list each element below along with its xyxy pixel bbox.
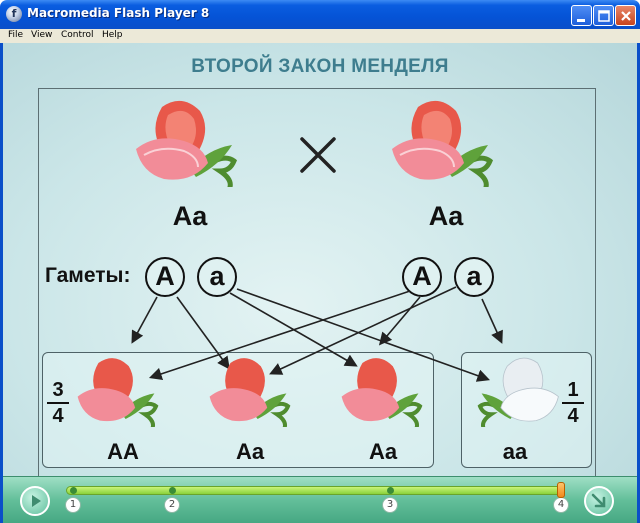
step-4-button[interactable]: 4 (553, 497, 569, 513)
offspring-flower-aa-white (477, 357, 559, 427)
next-arrow-icon (591, 493, 606, 508)
step-3-button[interactable]: 3 (382, 497, 398, 513)
fraction-bar (47, 402, 69, 404)
offspring-flower-Aa-2 (341, 358, 423, 427)
step-2-button[interactable]: 2 (164, 497, 180, 513)
gamete-left-dominant: A (145, 257, 185, 297)
parent-flower-right (392, 100, 494, 187)
menu-control[interactable]: Control (61, 30, 94, 40)
arrow-AA-from-left-A (131, 296, 158, 344)
arrow-Aa2-from-left-a (229, 292, 358, 367)
menu-file[interactable]: File (8, 30, 24, 40)
flash-player-icon: f (6, 6, 22, 22)
offspring-label-aa: aa (502, 439, 528, 464)
gamete-right-recessive: a (454, 257, 494, 297)
parent-flower-left (136, 100, 238, 187)
offspring-flower-Aa-1 (209, 358, 291, 427)
menu-bar: File View Control Help (0, 29, 640, 43)
slide-heading: ВТОРОЙ ЗАКОН МЕНДЕЛЯ (191, 56, 449, 77)
play-icon (32, 495, 41, 507)
arrow-AA-from-right-A (148, 290, 411, 381)
gamete-left-recessive: a (197, 257, 237, 297)
menu-help[interactable]: Help (102, 30, 123, 40)
fraction-recessive: 1 4 (562, 379, 584, 427)
step-marker (70, 487, 77, 494)
fraction-recessive-denominator: 4 (567, 405, 579, 427)
fraction-dominant-denominator: 4 (52, 405, 64, 427)
gamete-right-dominant: A (402, 257, 442, 297)
arrow-Aa-from-right-a (269, 286, 457, 375)
close-icon (621, 11, 631, 21)
arrow-aa-from-right-a (481, 298, 503, 344)
arrow-aa-from-left-a (236, 288, 491, 382)
flash-stage: ВТОРОЙ ЗАКОН МЕНДЕЛЯ Aa Aa Гаметы: A a A… (0, 43, 640, 523)
progress-track[interactable] (66, 486, 564, 495)
cross-icon (300, 137, 336, 173)
fraction-dominant-numerator: 3 (52, 379, 64, 401)
offspring-label-Aa-2: Aa (368, 439, 398, 464)
window-border-left (0, 43, 3, 523)
minimize-icon (577, 19, 585, 22)
parent-genotype-left: Aa (172, 201, 208, 231)
arrow-Aa2-from-right-A (378, 296, 421, 346)
gamete-arrows (131, 286, 503, 382)
minimize-button[interactable] (571, 5, 592, 26)
play-button[interactable] (20, 486, 50, 516)
parent-genotype-right: Aa (428, 201, 464, 231)
offspring-flower-AA (77, 358, 159, 427)
step-marker (169, 487, 176, 494)
window-titlebar[interactable]: f Macromedia Flash Player 8 (0, 0, 640, 29)
menu-view[interactable]: View (31, 30, 53, 40)
step-marker (387, 487, 394, 494)
fraction-dominant: 3 4 (47, 379, 69, 427)
fraction-recessive-numerator: 1 (567, 379, 579, 401)
fraction-bar (562, 402, 584, 404)
progress-handle[interactable] (557, 482, 565, 498)
next-button[interactable] (584, 486, 614, 516)
gametes-label: Гаметы: (45, 264, 131, 287)
player-controls: 1 2 3 4 (0, 476, 640, 523)
step-1-button[interactable]: 1 (65, 497, 81, 513)
maximize-icon (598, 10, 610, 22)
window-border-right (637, 43, 640, 523)
window-title: Macromedia Flash Player 8 (27, 6, 210, 20)
maximize-button[interactable] (593, 5, 614, 26)
offspring-label-Aa-1: Aa (235, 439, 265, 464)
offspring-label-AA: AA (107, 439, 139, 464)
close-button[interactable] (615, 5, 636, 26)
